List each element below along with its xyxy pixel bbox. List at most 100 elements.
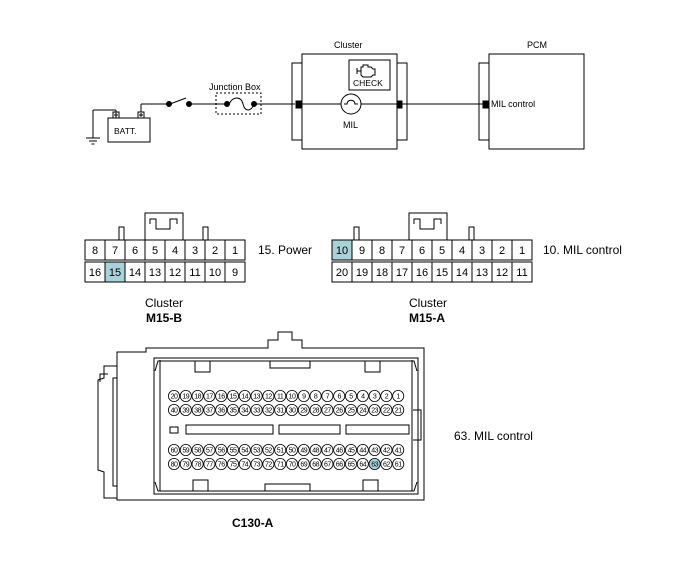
m15-b-pin-label: 11 bbox=[189, 267, 200, 279]
c130-pin bbox=[167, 403, 180, 416]
c130-pin-label: 78 bbox=[194, 462, 201, 469]
battery bbox=[107, 117, 151, 143]
c130-pin-label: 77 bbox=[206, 462, 213, 469]
m15-b-pin-label: 12 bbox=[169, 267, 181, 279]
m15-a-pin-cell bbox=[511, 239, 533, 261]
check-label: CHECK bbox=[353, 78, 383, 88]
c130-pin-label: 41 bbox=[395, 448, 402, 455]
c130-pin-label: 9 bbox=[302, 394, 306, 401]
c130-pin-label: 53 bbox=[253, 448, 260, 455]
c130-pin-label: 28 bbox=[312, 408, 319, 415]
m15-b-pin-label: 1 bbox=[232, 245, 238, 257]
pcm-title: PCM bbox=[527, 40, 547, 50]
c130-pin-label: 47 bbox=[324, 448, 331, 455]
c130-pin-label: 27 bbox=[324, 408, 331, 415]
c130-pin bbox=[167, 389, 180, 402]
c130-pin bbox=[333, 403, 346, 416]
c130-pin-label: 25 bbox=[348, 408, 355, 415]
c130-pin bbox=[356, 443, 369, 456]
c130-pin-label: 45 bbox=[348, 448, 355, 455]
c130-pin bbox=[368, 457, 381, 470]
c130-pin-label: 3 bbox=[373, 394, 377, 401]
c130-pin-label: 79 bbox=[182, 462, 189, 469]
m15-a-caption: Cluster bbox=[409, 296, 447, 310]
c130-pin-label: 15 bbox=[230, 394, 237, 401]
c130-pin-label: 42 bbox=[383, 448, 390, 455]
m15-b-pin-label: 7 bbox=[112, 245, 118, 257]
c130-pin-label: 13 bbox=[253, 394, 260, 401]
c130-pin bbox=[191, 403, 204, 416]
c130-pin bbox=[309, 403, 322, 416]
c130-pin bbox=[392, 443, 405, 456]
c130-pin bbox=[179, 403, 192, 416]
c130-pin-label: 19 bbox=[182, 394, 189, 401]
c130-pin bbox=[226, 403, 239, 416]
c130-pin bbox=[344, 389, 357, 402]
m15-b-pin-label: 8 bbox=[92, 245, 98, 257]
m15-a-pin-label: 3 bbox=[479, 245, 485, 257]
m15-a-pin-label: 1 bbox=[519, 245, 525, 257]
c130-pin-label: 33 bbox=[253, 408, 260, 415]
c130-a-code: C130-A bbox=[232, 516, 274, 530]
cluster-bracket-left bbox=[291, 62, 302, 141]
c130-pin bbox=[215, 403, 228, 416]
c130-pin-label: 66 bbox=[336, 462, 343, 469]
c130-pin-label: 31 bbox=[277, 408, 284, 415]
mil-label: MIL bbox=[343, 120, 358, 130]
m15-a-pin-label: 11 bbox=[516, 267, 527, 279]
junction-box bbox=[215, 92, 262, 115]
c130-pin bbox=[226, 389, 239, 402]
c130-pin-label: 16 bbox=[218, 394, 225, 401]
c130-pin-label: 71 bbox=[277, 462, 284, 469]
c130-pin-label: 29 bbox=[300, 408, 307, 415]
c130-pin bbox=[356, 403, 369, 416]
c130-pin-label: 39 bbox=[182, 408, 189, 415]
m15-a-pin-label: 12 bbox=[496, 267, 508, 279]
c130-pin bbox=[309, 443, 322, 456]
c130-pin-label: 38 bbox=[194, 408, 201, 415]
m15-b-pin-label: 16 bbox=[89, 267, 101, 279]
c130-pin bbox=[215, 443, 228, 456]
m15-b-caption: Cluster bbox=[145, 296, 183, 310]
c130-pin bbox=[179, 457, 192, 470]
cluster-bracket-right bbox=[397, 62, 408, 141]
c130-pin-label: 11 bbox=[277, 394, 284, 401]
m15-a-note: 10. MIL control bbox=[543, 243, 622, 257]
c130-pin-label: 6 bbox=[337, 394, 341, 401]
m15-a-code: M15-A bbox=[409, 311, 445, 325]
c130-pin-label: 59 bbox=[182, 448, 189, 455]
c130-pin-label: 61 bbox=[395, 462, 402, 469]
m15-a-pin-label: 20 bbox=[336, 267, 348, 279]
c130-pin bbox=[167, 457, 180, 470]
junction-box-label: Junction Box bbox=[209, 82, 261, 92]
m15-a-pin-label: 9 bbox=[359, 245, 365, 257]
c130-pin-label: 10 bbox=[289, 394, 296, 401]
c130-pin bbox=[238, 457, 251, 470]
c130-pin bbox=[274, 457, 287, 470]
c130-pin-label: 50 bbox=[289, 448, 296, 455]
c130-pin-label: 17 bbox=[206, 394, 213, 401]
c130-pin-label: 46 bbox=[336, 448, 343, 455]
c130-pin bbox=[215, 457, 228, 470]
c130-pin bbox=[238, 443, 251, 456]
m15-a-pin-label: 4 bbox=[459, 245, 465, 257]
c130-pin bbox=[179, 389, 192, 402]
c130-pin bbox=[274, 389, 287, 402]
c130-pin-label: 62 bbox=[383, 462, 390, 469]
c130-pin-label: 34 bbox=[241, 408, 248, 415]
c130-pin bbox=[356, 457, 369, 470]
m15-b-pin-cell bbox=[224, 239, 246, 261]
c130-pin-label: 80 bbox=[171, 462, 178, 469]
c130-pin-label: 54 bbox=[241, 448, 248, 455]
c130-pin-label: 35 bbox=[230, 408, 237, 415]
c130-pin-label: 2 bbox=[385, 394, 389, 401]
c130-pin bbox=[368, 389, 381, 402]
c130-pin-label: 60 bbox=[171, 448, 178, 455]
c130-pin-label: 57 bbox=[206, 448, 213, 455]
engine-icon bbox=[360, 64, 376, 78]
c130-pin-label: 37 bbox=[206, 408, 213, 415]
c130-pin-label: 21 bbox=[395, 408, 402, 415]
